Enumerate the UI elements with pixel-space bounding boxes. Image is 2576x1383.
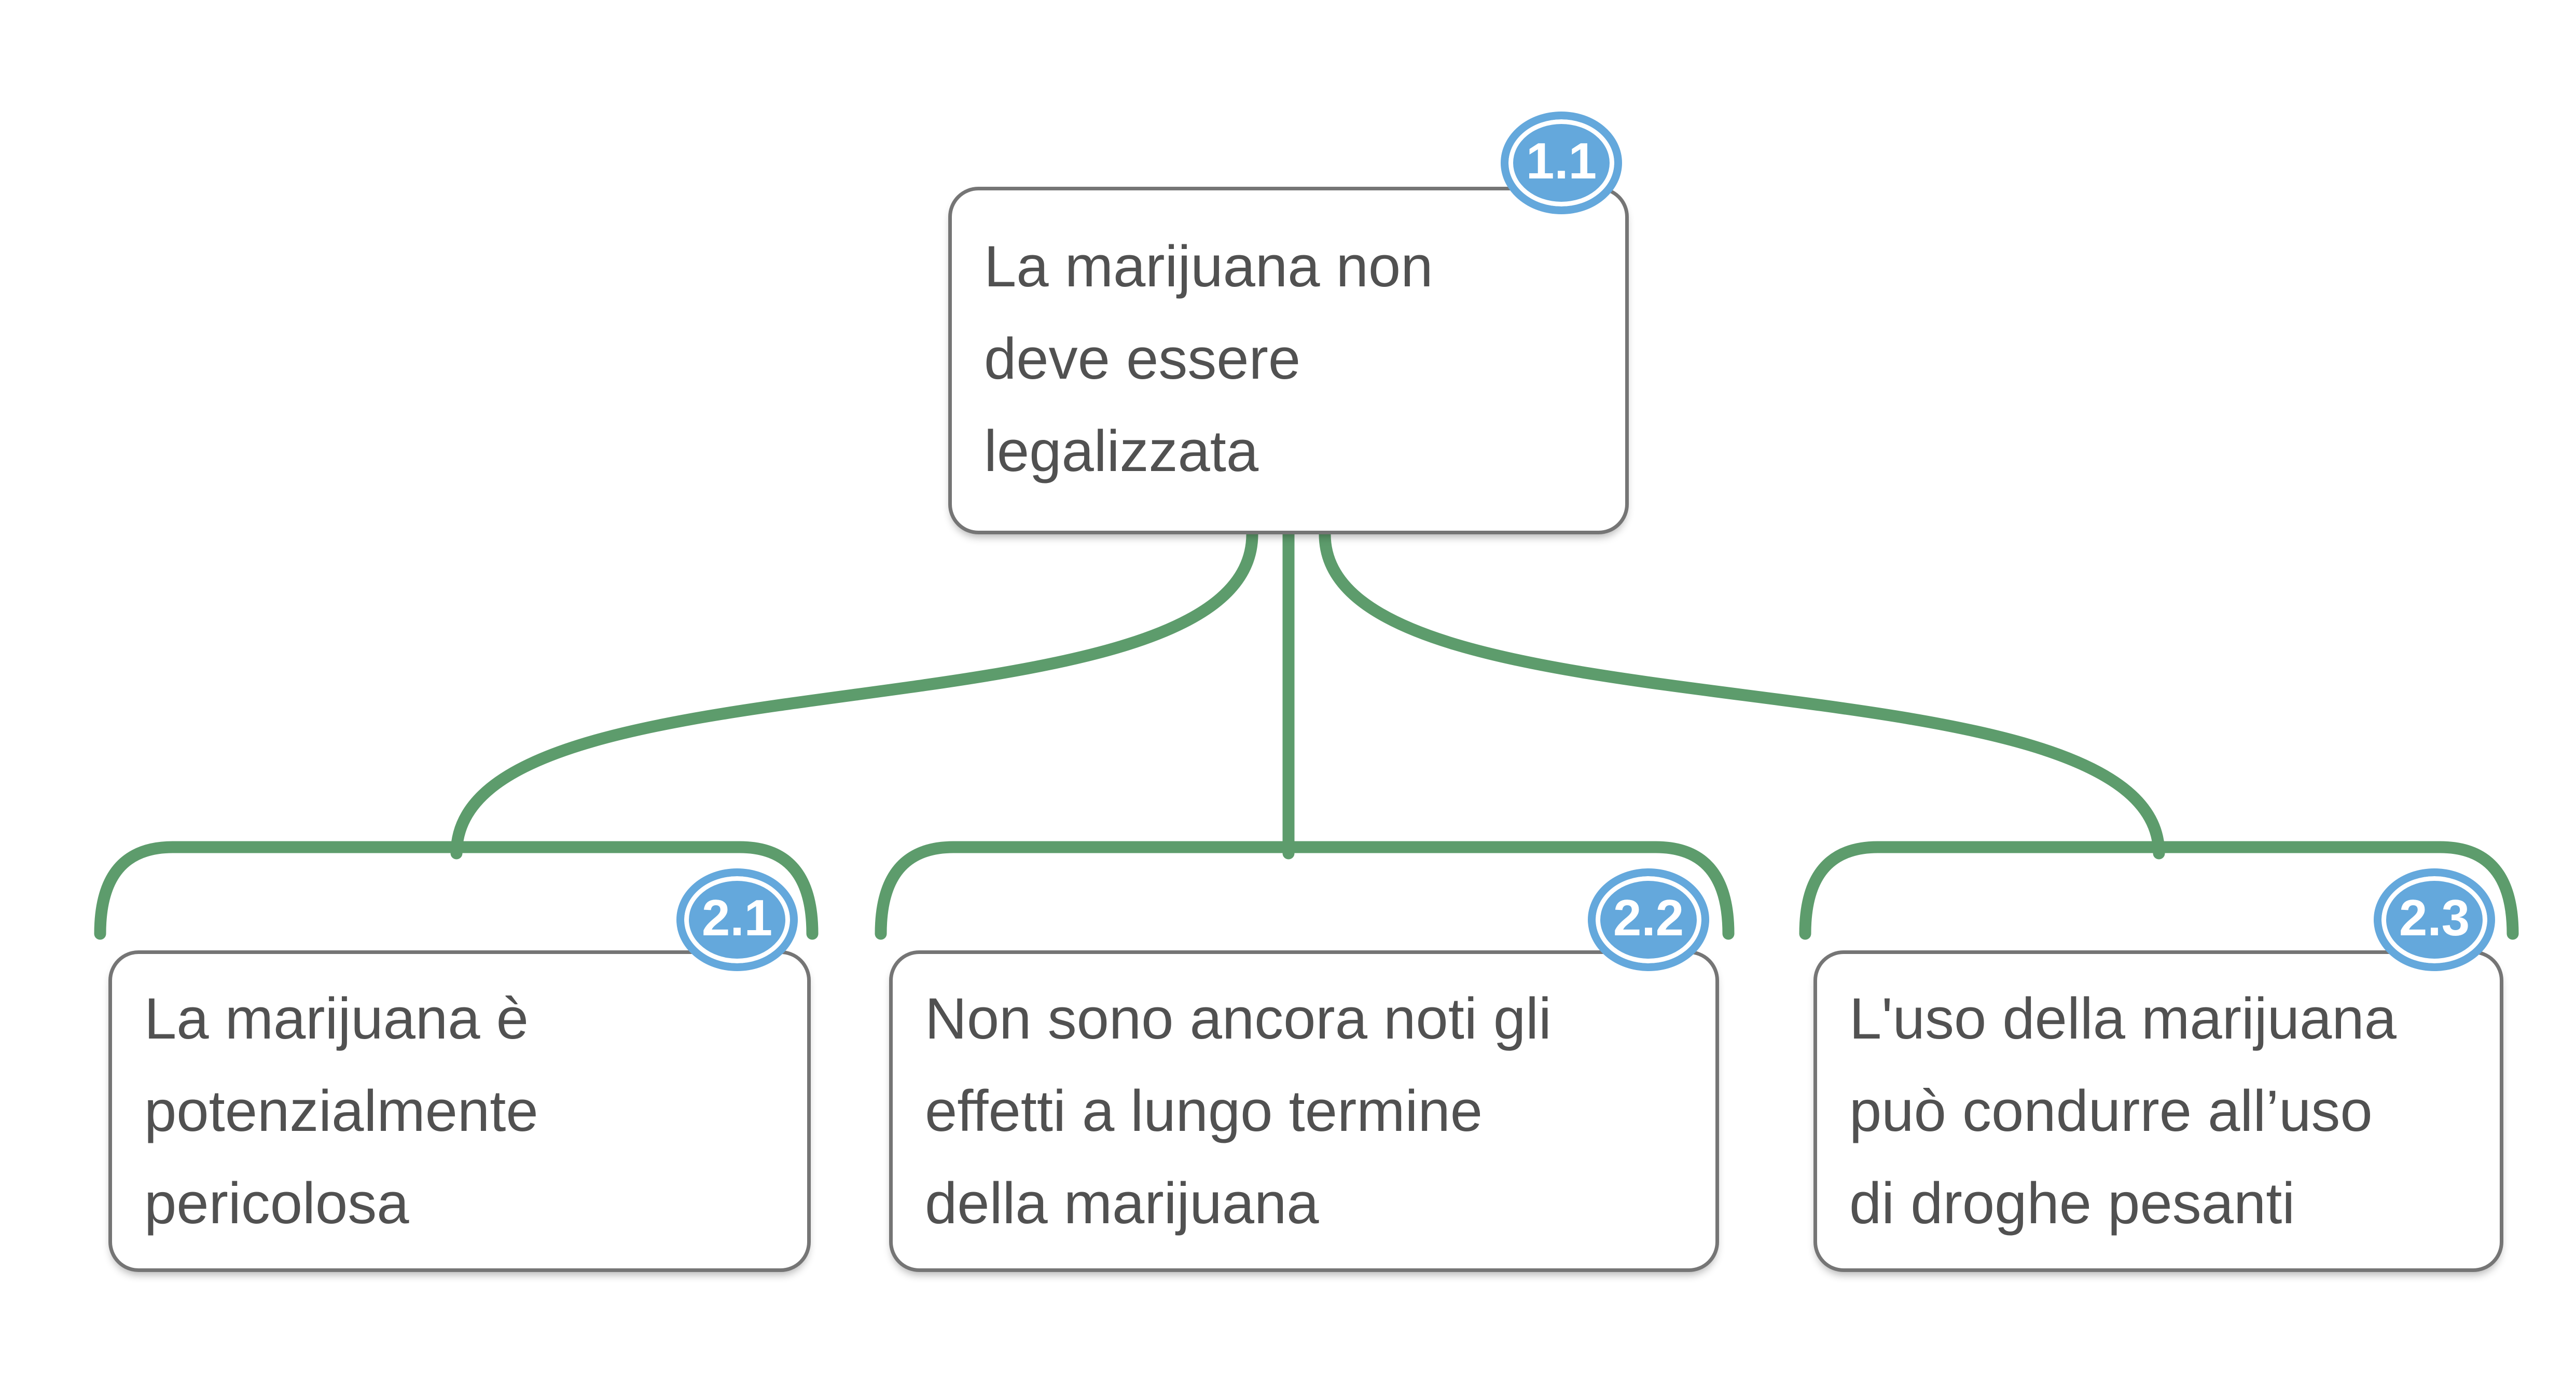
claim-box-1-1[interactable]: 1.1 La marijuana non deve essere legaliz… <box>948 112 1629 534</box>
bracket-2-2 <box>875 841 1735 940</box>
reason-box-2-3[interactable]: 2.3 L'uso della marijuana può condurre a… <box>1813 868 2503 1272</box>
node-badge-2-3[interactable]: 2.3 <box>2374 868 2495 971</box>
reason-box-2-1[interactable]: 2.1 La marijuana è potenzialmente perico… <box>108 868 811 1272</box>
edge-1-1-to-2-3 <box>1319 528 2165 860</box>
node-badge-1-1[interactable]: 1.1 <box>1501 112 1622 214</box>
edge-1-1-to-2-1 <box>450 528 1258 860</box>
node-text-2-2: Non sono ancora noti gli effetti a lungo… <box>925 986 1552 1236</box>
node-text-2-3: L'uso della marijuana può condurre all’u… <box>1849 986 2397 1236</box>
reason-box-2-2[interactable]: 2.2 Non sono ancora noti gli effetti a l… <box>889 868 1719 1272</box>
node-badge-2-1[interactable]: 2.1 <box>676 868 798 971</box>
node-text-2-1: La marijuana è potenzialmente pericolosa <box>144 986 538 1236</box>
bracket-2-3 <box>1799 841 2519 940</box>
node-badge-2-2[interactable]: 2.2 <box>1588 868 1709 971</box>
node-text-1-1: La marijuana non deve essere legalizzata <box>984 234 1433 483</box>
bracket-2-1 <box>94 841 819 940</box>
